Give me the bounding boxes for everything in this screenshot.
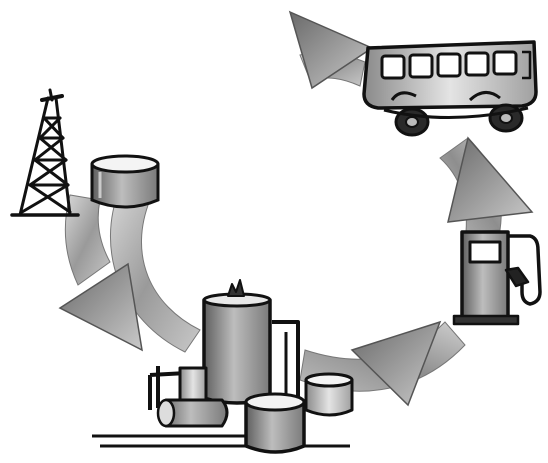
refinery-icon bbox=[92, 279, 354, 454]
oil-derrick-icon bbox=[10, 88, 80, 217]
arrowhead-bottom bbox=[350, 320, 442, 407]
bus-icon bbox=[362, 40, 538, 137]
arrowhead-top bbox=[288, 10, 374, 90]
gas-pump-icon bbox=[452, 230, 542, 326]
arrowhead-left bbox=[58, 262, 143, 352]
arrow-segment-left-upper bbox=[64, 194, 111, 286]
arrow-segment-left bbox=[109, 187, 201, 353]
arrowhead-right bbox=[447, 136, 534, 223]
cycle-arrows bbox=[58, 10, 534, 407]
storage-tank-icon bbox=[90, 154, 160, 209]
